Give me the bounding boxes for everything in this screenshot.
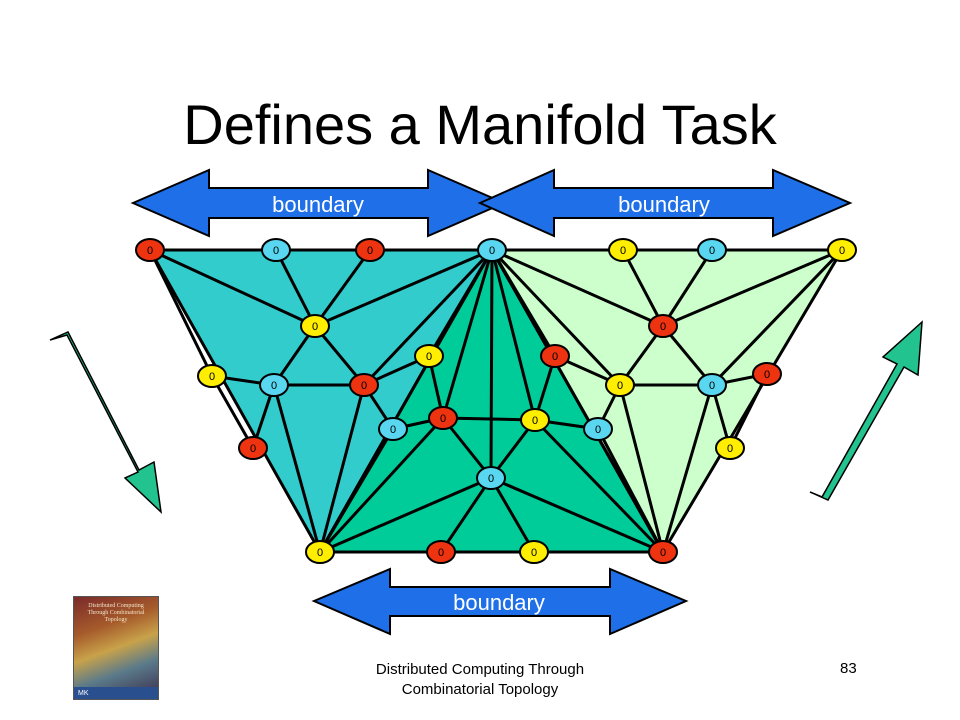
vertex-label: 0 bbox=[531, 547, 537, 559]
vertex-label: 0 bbox=[209, 371, 215, 383]
vertex-label: 0 bbox=[552, 351, 558, 363]
vertex-label: 0 bbox=[147, 245, 153, 257]
vertex-yellow bbox=[605, 373, 635, 397]
vertex-label: 0 bbox=[727, 443, 733, 455]
vertex-red bbox=[355, 238, 385, 262]
boundary-arrow-bottom: boundary bbox=[311, 567, 689, 636]
boundary-label: boundary bbox=[272, 192, 364, 217]
vertex-label: 0 bbox=[660, 321, 666, 333]
vertex-label: 0 bbox=[250, 443, 256, 455]
vertex-red bbox=[349, 373, 379, 397]
vertex-yellow bbox=[414, 344, 444, 368]
vertex-cyan bbox=[378, 417, 408, 441]
vertex-cyan bbox=[583, 417, 613, 441]
book-cover-image: Distributed Computing Through Combinator… bbox=[73, 596, 159, 700]
vertex-yellow bbox=[827, 238, 857, 262]
vertex-yellow bbox=[305, 540, 335, 564]
footer-title: Distributed Computing Through Combinator… bbox=[300, 660, 660, 700]
vertex-label: 0 bbox=[709, 380, 715, 392]
vertex-label: 0 bbox=[764, 369, 770, 381]
boundary-arrow-top-left: boundary bbox=[130, 168, 507, 238]
vertex-label: 0 bbox=[440, 413, 446, 425]
vertex-cyan bbox=[261, 238, 291, 262]
vertex-label: 0 bbox=[426, 351, 432, 363]
vertex-cyan bbox=[697, 373, 727, 397]
vertex-label: 0 bbox=[620, 245, 626, 257]
vertex-cyan bbox=[476, 466, 506, 490]
boundary-label: boundary bbox=[453, 590, 545, 615]
book-cover-stripe bbox=[74, 687, 158, 699]
yellow-vertices bbox=[197, 238, 857, 564]
page-number: 83 bbox=[840, 660, 857, 677]
vertex-yellow bbox=[519, 540, 549, 564]
vertex-red bbox=[648, 314, 678, 338]
vertex-yellow bbox=[520, 408, 550, 432]
vertex-label: 0 bbox=[839, 245, 845, 257]
vertex-red bbox=[428, 406, 458, 430]
vertex-label: 0 bbox=[438, 547, 444, 559]
cyan-vertices bbox=[259, 238, 727, 490]
vertex-cyan bbox=[697, 238, 727, 262]
vertex-red bbox=[238, 436, 268, 460]
green-arrow-down bbox=[49, 331, 163, 515]
vertex-yellow bbox=[197, 364, 227, 388]
footer-line-2: Combinatorial Topology bbox=[401, 681, 559, 698]
vertex-yellow bbox=[300, 314, 330, 338]
vertex-label: 0 bbox=[367, 245, 373, 257]
publisher-logo: MK bbox=[78, 690, 89, 697]
vertex-label: 0 bbox=[361, 380, 367, 392]
boundary-label: boundary bbox=[618, 192, 710, 217]
vertex-label: 0 bbox=[617, 380, 623, 392]
vertex-label: 0 bbox=[488, 473, 494, 485]
vertex-label: 0 bbox=[312, 321, 318, 333]
vertex-cyan bbox=[477, 238, 507, 262]
vertex-cyan bbox=[259, 373, 289, 397]
vertex-yellow bbox=[608, 238, 638, 262]
red-vertices bbox=[135, 238, 782, 564]
vertex-label: 0 bbox=[489, 245, 495, 257]
vertex-red bbox=[540, 344, 570, 368]
vertex-label: 0 bbox=[273, 245, 279, 257]
slide-title: Defines a Manifold Task bbox=[183, 93, 777, 156]
vertex-labels: 0 0 0 0 0 0 0 0 0 0 0 0 0 0 0 0 0 0 0 0 0 0 0 0 0 0 0 0 bbox=[147, 245, 845, 559]
boundary-arrow-top-right: boundary bbox=[477, 168, 853, 238]
vertex-label: 0 bbox=[595, 424, 601, 436]
vertex-yellow bbox=[715, 436, 745, 460]
vertex-red bbox=[648, 540, 678, 564]
vertex-label: 0 bbox=[532, 415, 538, 427]
green-arrow-up bbox=[809, 320, 923, 501]
vertex-label: 0 bbox=[660, 547, 666, 559]
vertex-red bbox=[135, 238, 165, 262]
vertex-red bbox=[426, 540, 456, 564]
book-cover-title: Distributed Computing Through Combinator… bbox=[87, 603, 145, 623]
vertex-label: 0 bbox=[390, 424, 396, 436]
vertex-red bbox=[752, 362, 782, 386]
vertex-label: 0 bbox=[709, 245, 715, 257]
vertex-label: 0 bbox=[317, 547, 323, 559]
footer-line-1: Distributed Computing Through bbox=[375, 661, 585, 678]
vertex-label: 0 bbox=[271, 380, 277, 392]
